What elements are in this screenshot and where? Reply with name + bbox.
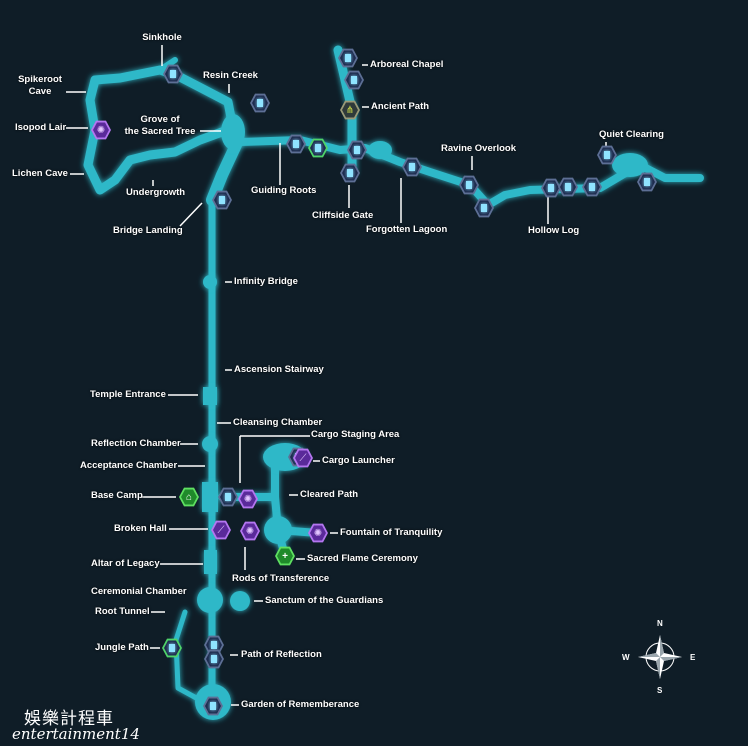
base-camp-icon[interactable]: ⌂	[179, 487, 199, 507]
ceremonial-chamber-node	[197, 587, 223, 613]
data-log-icon[interactable]	[218, 487, 238, 507]
rod-icon[interactable]: ⟋	[293, 448, 313, 468]
label-path-of-reflection: Path of Reflection	[241, 649, 322, 660]
lagoon-blob	[368, 141, 392, 159]
label-lichen-cave: Lichen Cave	[12, 168, 68, 179]
quiet-clearing-blob	[612, 153, 648, 177]
data-log-icon[interactable]	[347, 140, 367, 160]
label-arboreal-chapel: Arboreal Chapel	[370, 59, 444, 70]
label-infinity-bridge: Infinity Bridge	[234, 276, 298, 287]
data-log-icon[interactable]	[204, 649, 224, 669]
label-guiding-roots: Guiding Roots	[251, 185, 317, 196]
label-cargo-staging-area: Cargo Staging Area	[311, 429, 400, 440]
temple-entrance-node	[203, 387, 217, 405]
data-log-icon[interactable]	[541, 178, 561, 198]
label-broken-hall: Broken Hall	[114, 523, 167, 534]
label-ravine-overlook: Ravine Overlook	[441, 143, 516, 154]
creature-icon[interactable]: ✺	[308, 523, 328, 543]
label-cleared-path: Cleared Path	[300, 489, 359, 500]
label-ancient-path: Ancient Path	[371, 101, 430, 112]
label-fountain-of-tranquility: Fountain of Tranquility	[340, 527, 443, 538]
label-reflection-chamber: Reflection Chamber	[91, 438, 181, 449]
label-cargo-launcher: Cargo Launcher	[322, 455, 395, 466]
label-sinkhole: Sinkhole	[142, 32, 182, 43]
data-log-icon[interactable]	[637, 172, 657, 192]
data-log-icon[interactable]	[163, 64, 183, 84]
label-grove-2: the Sacred Tree	[124, 126, 196, 137]
label-spikeroot-cave-1: Spikeroot	[18, 74, 62, 85]
compass-rose	[638, 635, 682, 679]
label-cliffside-gate: Cliffside Gate	[312, 210, 374, 221]
rod-icon[interactable]: ⟋	[211, 520, 231, 540]
compass-east: E	[690, 653, 696, 662]
watermark-text: entertainment14	[12, 725, 140, 743]
infinity-bridge-node	[203, 275, 217, 289]
base-camp-node	[202, 482, 218, 512]
reflection-chamber-node	[202, 436, 218, 452]
data-log-icon[interactable]	[597, 145, 617, 165]
label-sanctum-of-the-guardians: Sanctum of the Guardians	[265, 595, 384, 606]
data-log-icon[interactable]	[558, 177, 578, 197]
data-log-icon[interactable]	[344, 70, 364, 90]
compass-west: W	[622, 653, 630, 662]
data-log-icon[interactable]	[286, 134, 306, 154]
label-undergrowth: Undergrowth	[126, 187, 186, 198]
compass-south: S	[657, 686, 663, 695]
label-spikeroot-cave-2: Cave	[28, 86, 52, 97]
label-garden-of-rememberance: Garden of Rememberance	[241, 699, 360, 710]
grove-blob	[221, 114, 245, 150]
label-jungle-path: Jungle Path	[95, 642, 149, 653]
data-log-icon[interactable]	[250, 93, 270, 113]
data-log-icon[interactable]	[402, 157, 422, 177]
label-base-camp: Base Camp	[91, 490, 143, 501]
data-log-icon[interactable]	[212, 190, 232, 210]
label-bridge-landing: Bridge Landing	[113, 225, 183, 236]
fountain-node	[264, 516, 292, 544]
label-ceremonial-chamber: Ceremonial Chamber	[91, 586, 187, 597]
creature-icon[interactable]: ✺	[238, 489, 258, 509]
data-log-icon[interactable]	[459, 175, 479, 195]
label-forgotten-lagoon: Forgotten Lagoon	[366, 224, 448, 235]
ancient-path-icon[interactable]: ⋔	[340, 100, 360, 120]
sanctum-node	[230, 591, 250, 611]
label-temple-entrance: Temple Entrance	[90, 389, 166, 400]
label-acceptance-chamber: Acceptance Chamber	[80, 460, 178, 471]
label-cleansing-chamber: Cleansing Chamber	[233, 417, 323, 428]
label-quiet-clearing: Quiet Clearing	[599, 129, 664, 140]
data-log-icon[interactable]	[162, 638, 182, 658]
label-altar-of-legacy: Altar of Legacy	[91, 558, 160, 569]
creature-icon[interactable]: ✺	[91, 120, 111, 140]
data-log-icon[interactable]	[203, 696, 223, 716]
label-hollow-log: Hollow Log	[528, 225, 580, 236]
altar-node	[204, 550, 217, 574]
root-tunnel-path	[173, 609, 203, 703]
label-resin-creek: Resin Creek	[203, 70, 258, 81]
label-sacred-flame-ceremony: Sacred Flame Ceremony	[307, 553, 418, 564]
label-ascension-stairway: Ascension Stairway	[234, 364, 324, 375]
data-log-icon[interactable]	[338, 48, 358, 68]
label-isopod-lair: Isopod Lair	[15, 122, 67, 133]
data-log-icon[interactable]	[582, 177, 602, 197]
label-grove-1: Grove of	[140, 114, 180, 125]
label-root-tunnel: Root Tunnel	[95, 606, 150, 617]
compass-north: N	[657, 619, 663, 628]
data-log-icon[interactable]	[474, 198, 494, 218]
watermark-chinese: 娛樂計程車	[24, 709, 114, 729]
east-wing-path	[218, 458, 322, 560]
data-log-icon[interactable]	[308, 138, 328, 158]
creature-icon[interactable]: ✺	[240, 521, 260, 541]
label-rods-of-transference: Rods of Transference	[232, 573, 330, 584]
plus-icon[interactable]: +	[275, 546, 295, 566]
data-log-icon[interactable]	[340, 163, 360, 183]
